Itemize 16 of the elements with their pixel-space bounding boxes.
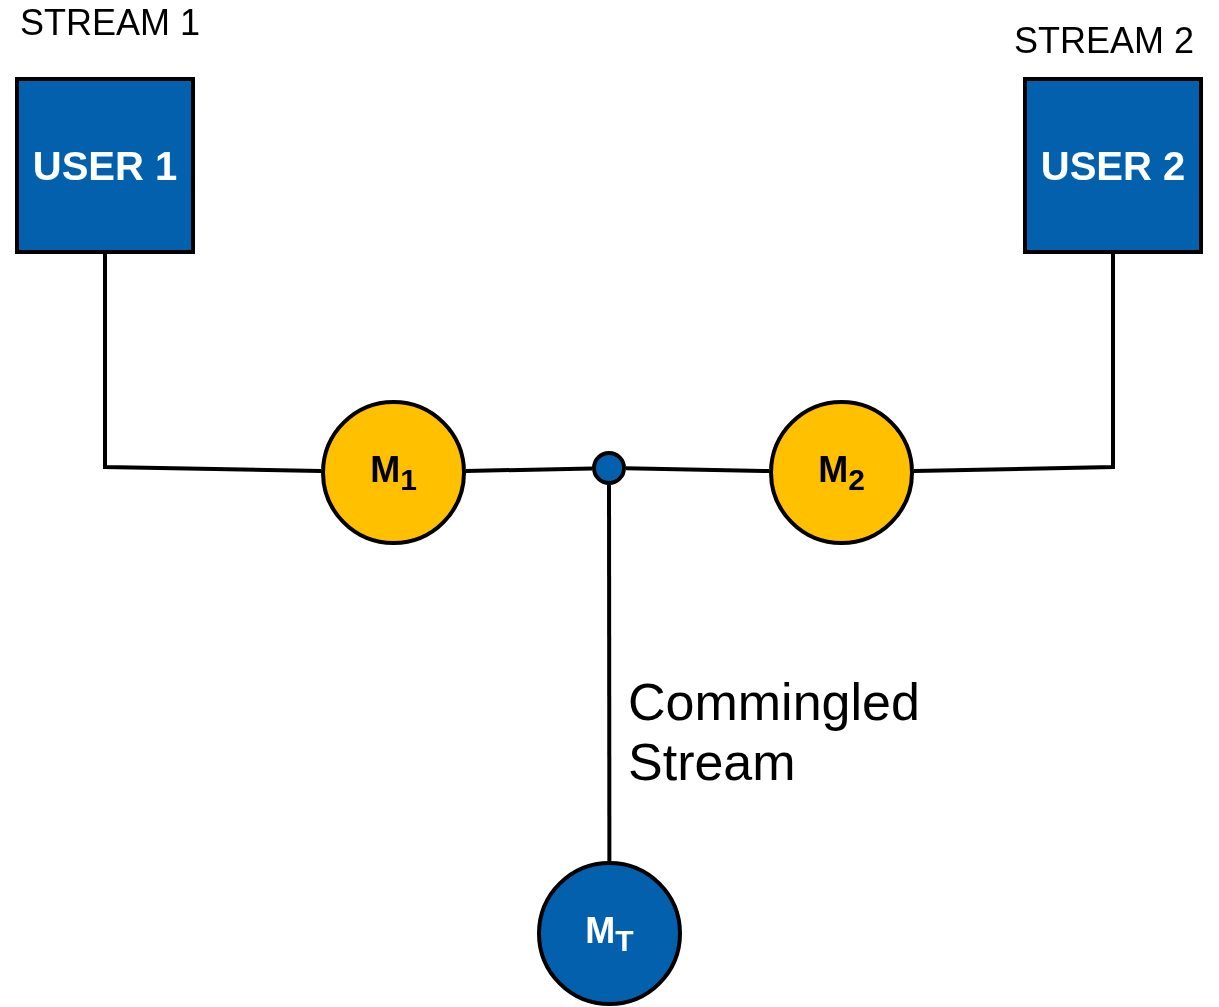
- node-label: USER 1: [32, 142, 178, 190]
- node-label: M$_{T}$: [585, 908, 634, 959]
- pipe-line: [625, 466, 770, 474]
- pipe-line: [913, 254, 1115, 473]
- node-label: USER 2: [1040, 142, 1186, 190]
- pipe-line: [607, 485, 612, 861]
- junction-dot: [592, 451, 626, 485]
- node-label: M$_{2}$: [818, 447, 865, 498]
- user-box: [1023, 77, 1203, 254]
- pipe-line: [103, 254, 322, 474]
- pipe-line: [465, 466, 593, 473]
- node-label: M$_{1}$: [370, 447, 417, 498]
- user-box: [15, 77, 195, 254]
- pipe-label: Commingled Stream: [628, 672, 921, 792]
- stream-label: STREAM 1: [20, 2, 201, 44]
- stream-label: STREAM 2: [1014, 20, 1195, 62]
